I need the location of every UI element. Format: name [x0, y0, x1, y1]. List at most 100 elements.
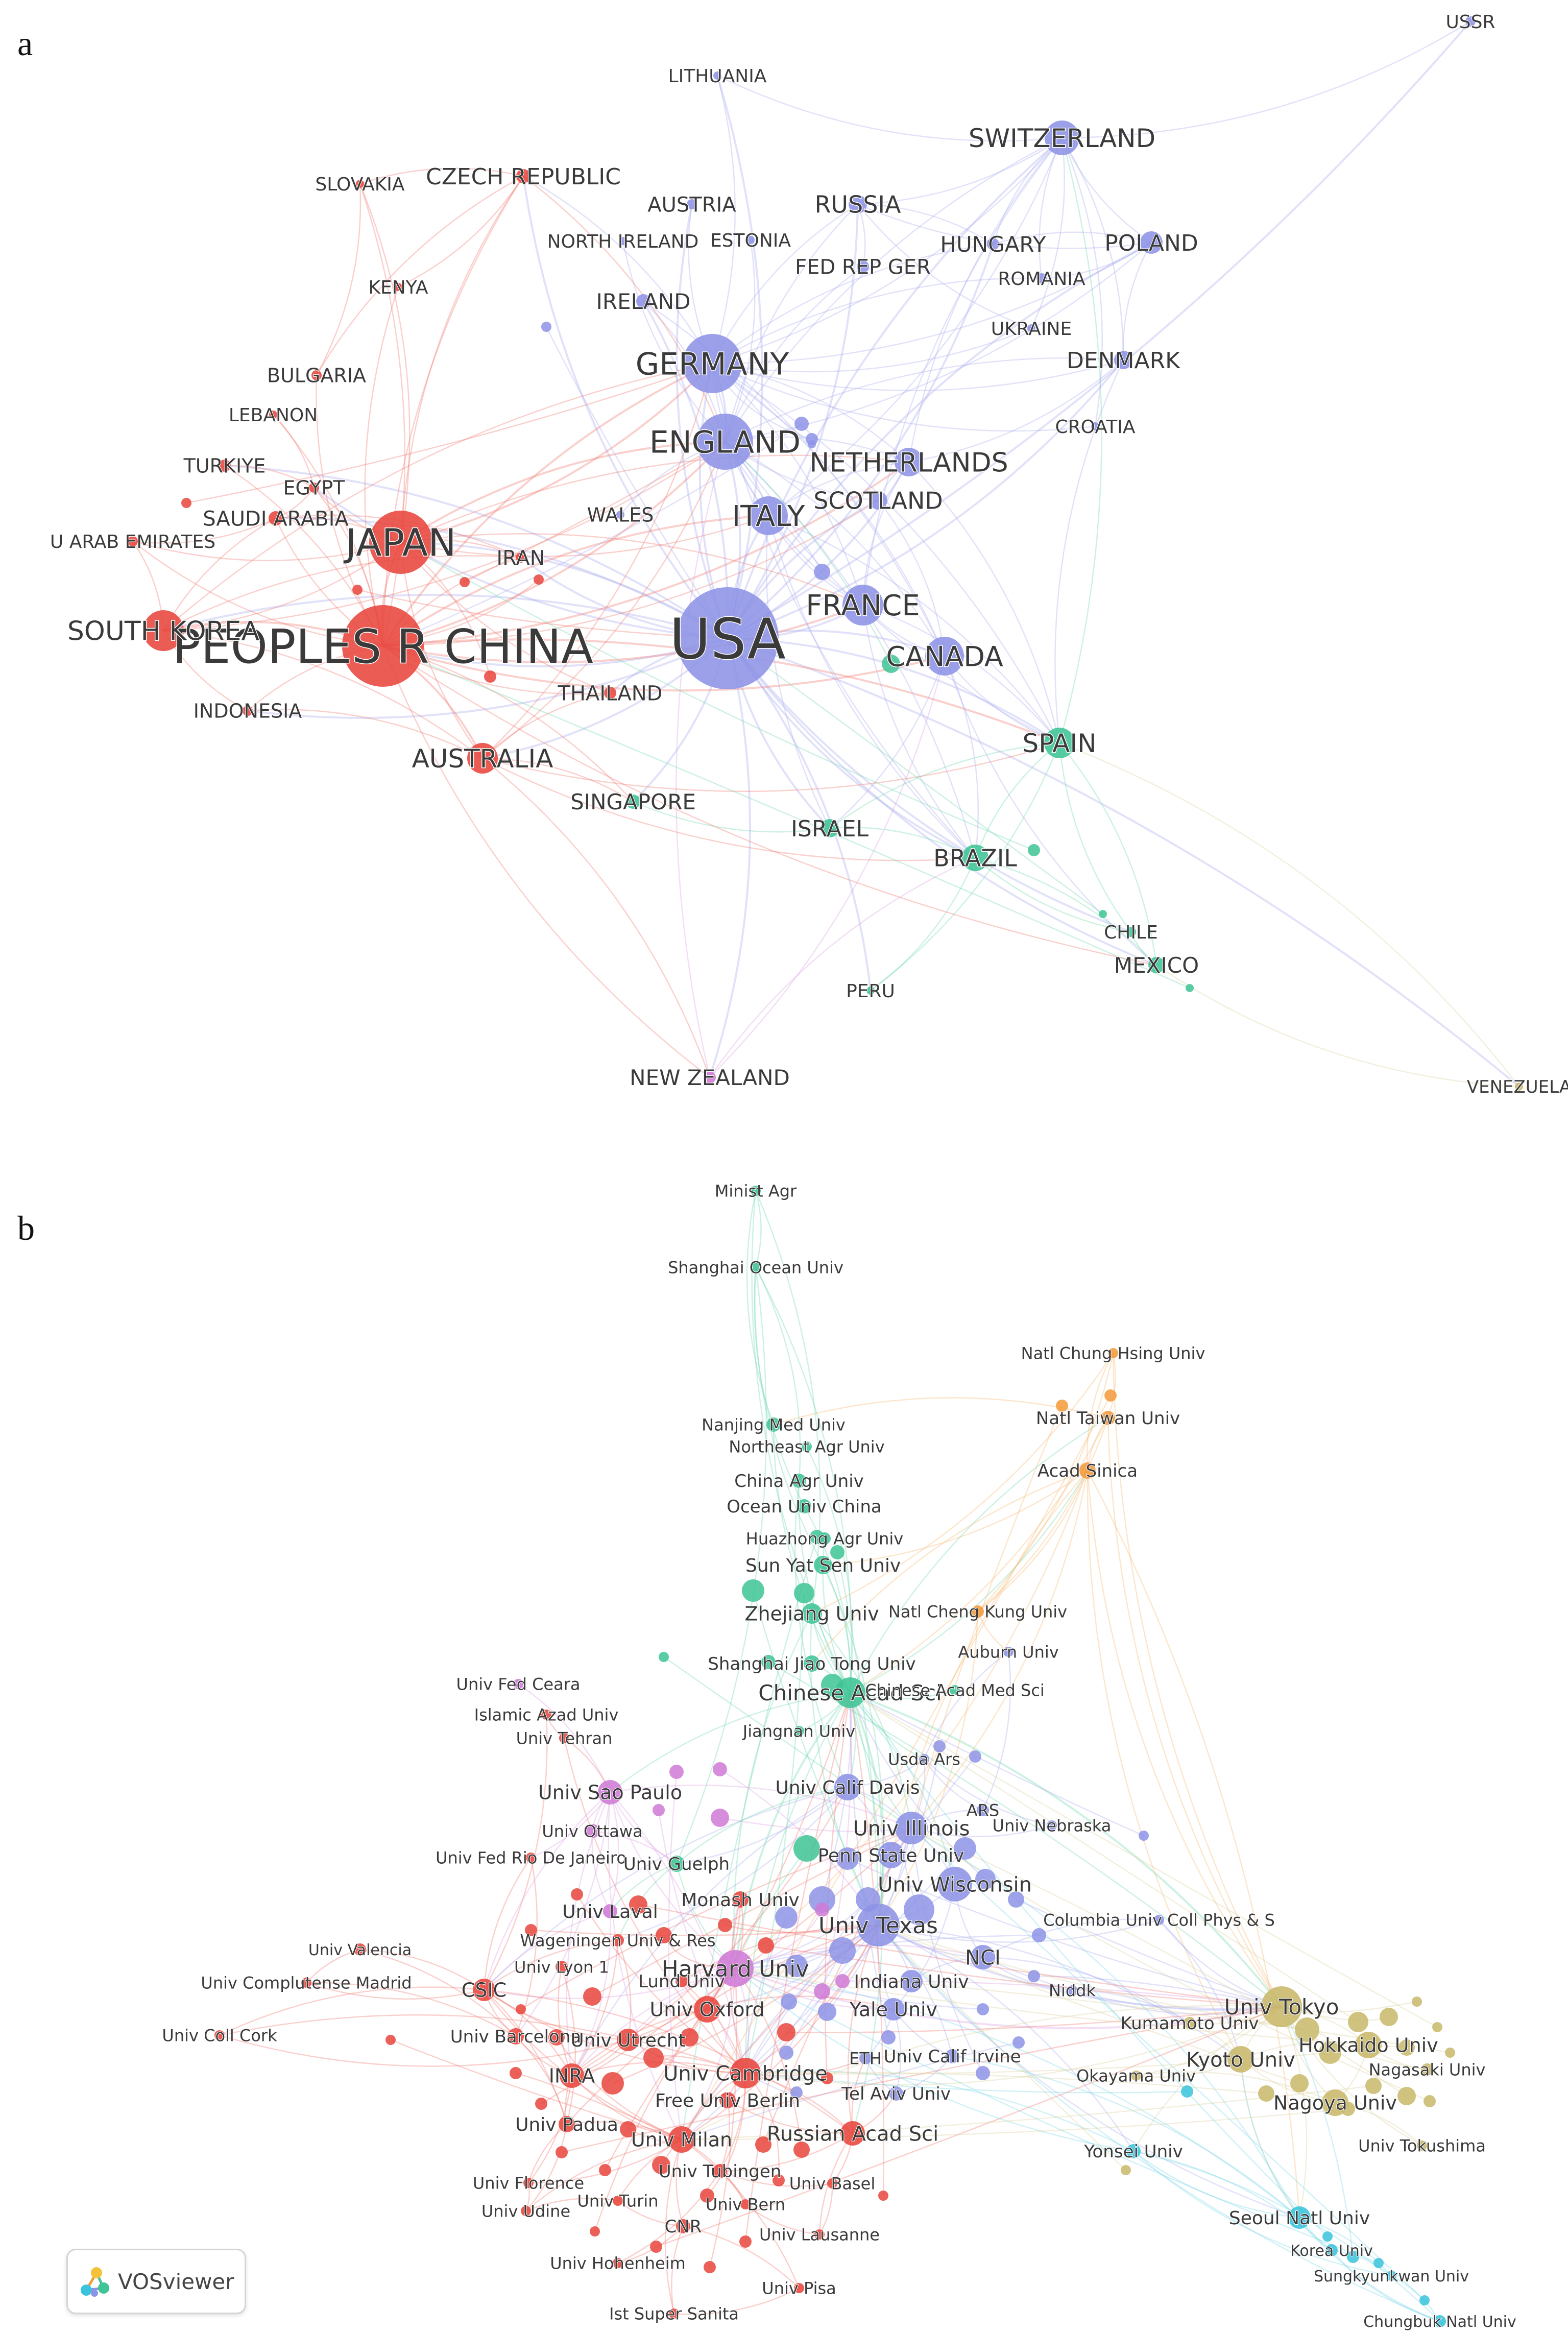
- a-node-wales: [616, 511, 624, 519]
- b-node-unlabeled-85: [1181, 2085, 1193, 2098]
- b-edge-kyoto-hokkaido: [1240, 2041, 1369, 2060]
- a-edge-england-poland: [725, 242, 1152, 443]
- a-edge-unlabeled-4: [400, 541, 1034, 851]
- b-edge-wageningen-inra: [571, 1940, 619, 2076]
- b-label-okayama: Okayama Univ: [1076, 2066, 1196, 2086]
- b-node-unlabeled-38: [777, 2023, 795, 2041]
- a-node-turkiye: [219, 460, 231, 472]
- a-edge-switzerland-russia: [857, 137, 1063, 205]
- b-node-oceanchina: [797, 1499, 811, 1513]
- a-node-canada: [925, 637, 964, 676]
- b-edge-russianacad-texas: [847, 1925, 879, 2134]
- b-node-nagoya: [1322, 2089, 1348, 2116]
- a-edge-china-czech: [382, 176, 524, 646]
- b-edge-ottawa-laval: [591, 1831, 611, 1912]
- a-edge-usa-austria: [676, 204, 729, 639]
- b-node-unlabeled-14: [785, 1955, 808, 1977]
- b-edge-chengkung-texas: [877, 1611, 979, 1926]
- a-edge-southkorea-iran: [163, 555, 521, 632]
- b-node-unlabeled-64: [653, 1804, 665, 1816]
- a-edge-switzerland-ukraine: [1030, 137, 1065, 329]
- b-edge-unlabeled-89: [911, 1827, 1425, 2301]
- a-edge-china-kenya: [364, 286, 399, 646]
- a-edge-unlabeled-6: [382, 645, 1190, 989]
- panel-a-letter: a: [17, 24, 33, 63]
- a-edge-usa-newzealand: [709, 638, 751, 1078]
- b-edge-unlabeled-17: [1016, 1898, 1282, 2008]
- b-node-basel: [827, 2178, 837, 2188]
- b-node-unlabeled-57: [773, 2174, 785, 2186]
- b-node-columbia: [1154, 1915, 1164, 1925]
- b-edge-unlabeled-86: [850, 1692, 1328, 2237]
- a-node-nireland: [619, 237, 627, 245]
- b-edge-chunghsing-zhejiang: [811, 1353, 1114, 1615]
- b-node-unlabeled-16: [975, 1869, 996, 1889]
- b-node-nagasaki: [1421, 2063, 1433, 2076]
- b-edge-yonsei-sungkyunkwan: [1133, 2151, 1392, 2277]
- a-edge-usa-southkorea: [163, 593, 728, 639]
- b-edge-yonsei-chungbuk: [1133, 2150, 1440, 2322]
- b-edge-milan-texas: [681, 1925, 879, 2140]
- a-node-saudi: [269, 511, 283, 525]
- b-node-unlabeled-55: [385, 2035, 396, 2045]
- b-node-unlabeled-33: [583, 1987, 601, 2006]
- a-node-austria: [687, 199, 697, 209]
- a-node-switzerland: [1045, 121, 1079, 155]
- a-node-southkorea: [143, 610, 184, 651]
- b-label-guelph: Univ Guelph: [623, 1854, 730, 1874]
- b-label-tehran: Univ Tehran: [516, 1729, 613, 1748]
- a-edge-australia-singapore: [482, 757, 634, 803]
- b-node-unlabeled-75: [1397, 2087, 1416, 2105]
- b-edge-bern-lausanne: [745, 2204, 820, 2235]
- b-node-unlabeled-71: [1319, 2041, 1341, 2064]
- a-node-iran: [516, 552, 526, 563]
- a-label-poland: POLAND: [1104, 230, 1198, 256]
- b-edge-unlabeled-31: [638, 1904, 1282, 2008]
- b-label-lausanne: Univ Lausanne: [759, 2225, 880, 2245]
- b-node-complutense: [301, 1978, 311, 1988]
- b-node-telaviv: [889, 2086, 903, 2101]
- b-label-jiangnan: Jiangnan Univ: [742, 1722, 855, 1741]
- a-edge-unlabeled-7: [186, 363, 713, 504]
- b-node-unlabeled-84: [1121, 2165, 1131, 2175]
- b-edge-oxford-yale: [707, 1995, 894, 2010]
- b-edge-basel-lausanne: [818, 2183, 833, 2235]
- a-node-italy: [749, 496, 788, 535]
- b-node-pisa: [794, 2283, 804, 2293]
- b-node-cambridge: [730, 2058, 761, 2088]
- a-edge-indonesia-australia: [247, 709, 483, 759]
- b-edge-unlabeled-20: [681, 2001, 789, 2140]
- b-label-laval: Univ Laval: [562, 1902, 658, 1922]
- b-edge-unlabeled-72: [850, 1692, 1359, 2023]
- a-edge-england-brazil: [725, 441, 976, 858]
- b-label-nagoya: Nagoya Univ: [1273, 2092, 1397, 2114]
- a-label-italy: ITALY: [732, 500, 805, 533]
- a-label-china: PEOPLES R CHINA: [173, 619, 593, 674]
- b-node-tubingen: [713, 2164, 727, 2178]
- b-edge-yonsei-cambridge: [745, 2070, 1134, 2152]
- b-edge-yonsei-korea: [1133, 2150, 1332, 2251]
- a-node-mexico: [1148, 957, 1165, 973]
- b-node-minist: [751, 1186, 761, 1196]
- a-node-lithuania: [713, 71, 721, 80]
- b-label-auburn: Auburn Univ: [958, 1643, 1058, 1662]
- b-edge-sinica-tokyo: [1087, 1470, 1283, 2007]
- a-edge-australia-spain: [482, 742, 1060, 792]
- a-label-wales: WALES: [587, 504, 654, 526]
- b-edge-nci-tokyo: [982, 1956, 1282, 2011]
- b-edge-complutense-csic: [306, 1982, 485, 2000]
- b-edge-texas-yonsei: [878, 1924, 1135, 2152]
- b-edge-tokyo-milan: [681, 2005, 1282, 2140]
- b-edge-unlabeled-62: [668, 1771, 683, 2140]
- b-node-unlabeled-13: [829, 1937, 856, 1964]
- b-node-ottawa: [585, 1824, 599, 1838]
- b-node-taiwan: [1101, 1411, 1115, 1425]
- a-edge-southkorea-germany: [163, 363, 713, 631]
- b-label-barcelona: Univ Barcelona: [450, 2027, 581, 2047]
- b-node-eth: [859, 2052, 872, 2064]
- b-node-unlabeled-26: [976, 2066, 990, 2080]
- b-label-chungbuk: Chungbuk Natl Univ: [1363, 2313, 1516, 2331]
- b-edge-unlabeled-56: [725, 1924, 879, 1934]
- b-node-harvard: [717, 1950, 754, 1987]
- b-label-ars: ARS: [967, 1801, 999, 1820]
